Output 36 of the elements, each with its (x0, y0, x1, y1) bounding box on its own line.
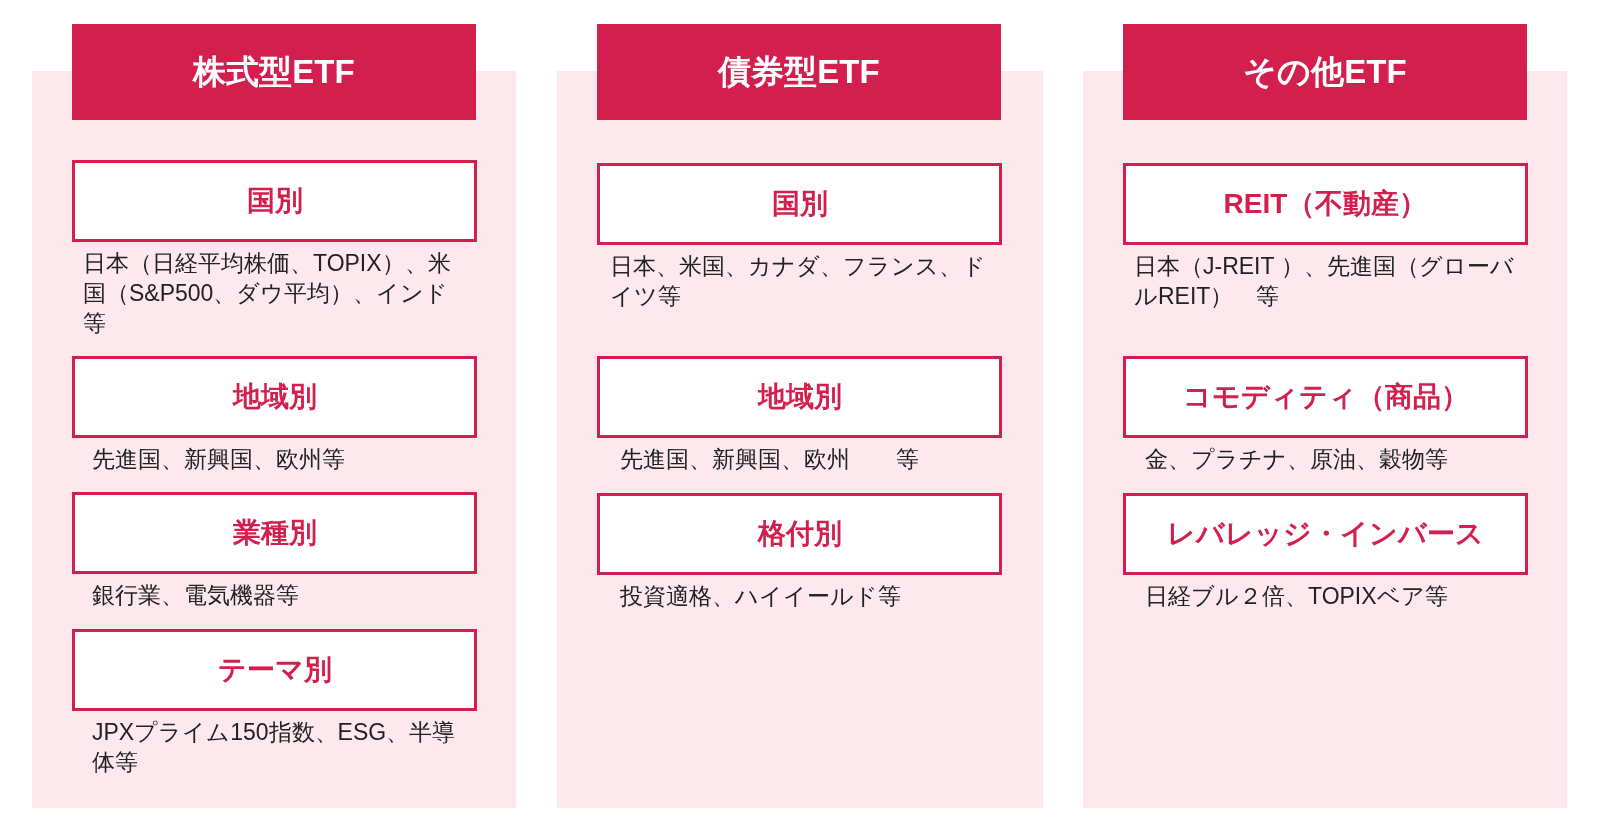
category-label: テーマ別 (217, 653, 332, 687)
description-text: 日本（J-REIT ）、先進国（グローバルREIT） 等 (1134, 252, 1515, 311)
category-label: 業種別 (232, 516, 317, 550)
category-box (72, 160, 477, 242)
category-panel (1083, 24, 1567, 808)
category-box (1123, 163, 1528, 245)
description-text: 日経ブル２倍、TOPIXベア等 (1145, 582, 1449, 611)
description-text: 日本、米国、カナダ、フランス、ドイツ等 (610, 252, 987, 311)
category-box (597, 493, 1002, 575)
description-text: 金、プラチナ、原油、穀物等 (1145, 445, 1449, 474)
description-text: 日本（日経平均株価、TOPIX）、米国（S&P500、ダウ平均）、インド等 (83, 249, 452, 338)
column-header: 株式型ETF (72, 24, 476, 120)
category-label: コモディティ（商品） (1182, 380, 1469, 414)
description-text: 先進国、新興国、欧州等 (92, 445, 346, 474)
category-label: REIT（不動産） (1223, 187, 1428, 221)
category-label: 地域別 (757, 380, 842, 414)
description-text: JPXプライム150指数、ESG、半導体等 (92, 718, 457, 777)
column-header: その他ETF (1123, 24, 1527, 120)
category-label: レバレッジ・インバース (1167, 517, 1484, 551)
description-text: 投資適格、ハイイールド等 (620, 582, 902, 611)
category-label: 国別 (246, 184, 303, 218)
category-box (72, 492, 477, 574)
category-panel (32, 24, 516, 808)
category-panel (557, 24, 1043, 808)
category-box (72, 356, 477, 438)
category-box (597, 356, 1002, 438)
description-text: 銀行業、電気機器等 (92, 581, 300, 610)
description-text: 先進国、新興国、欧州 等 (620, 445, 920, 474)
category-box (1123, 493, 1528, 575)
category-box (597, 163, 1002, 245)
category-box (72, 629, 477, 711)
category-label: 格付別 (757, 517, 842, 551)
category-label: 国別 (771, 187, 828, 221)
category-box (1123, 356, 1528, 438)
column-header: 債券型ETF (597, 24, 1001, 120)
category-label: 地域別 (232, 380, 317, 414)
